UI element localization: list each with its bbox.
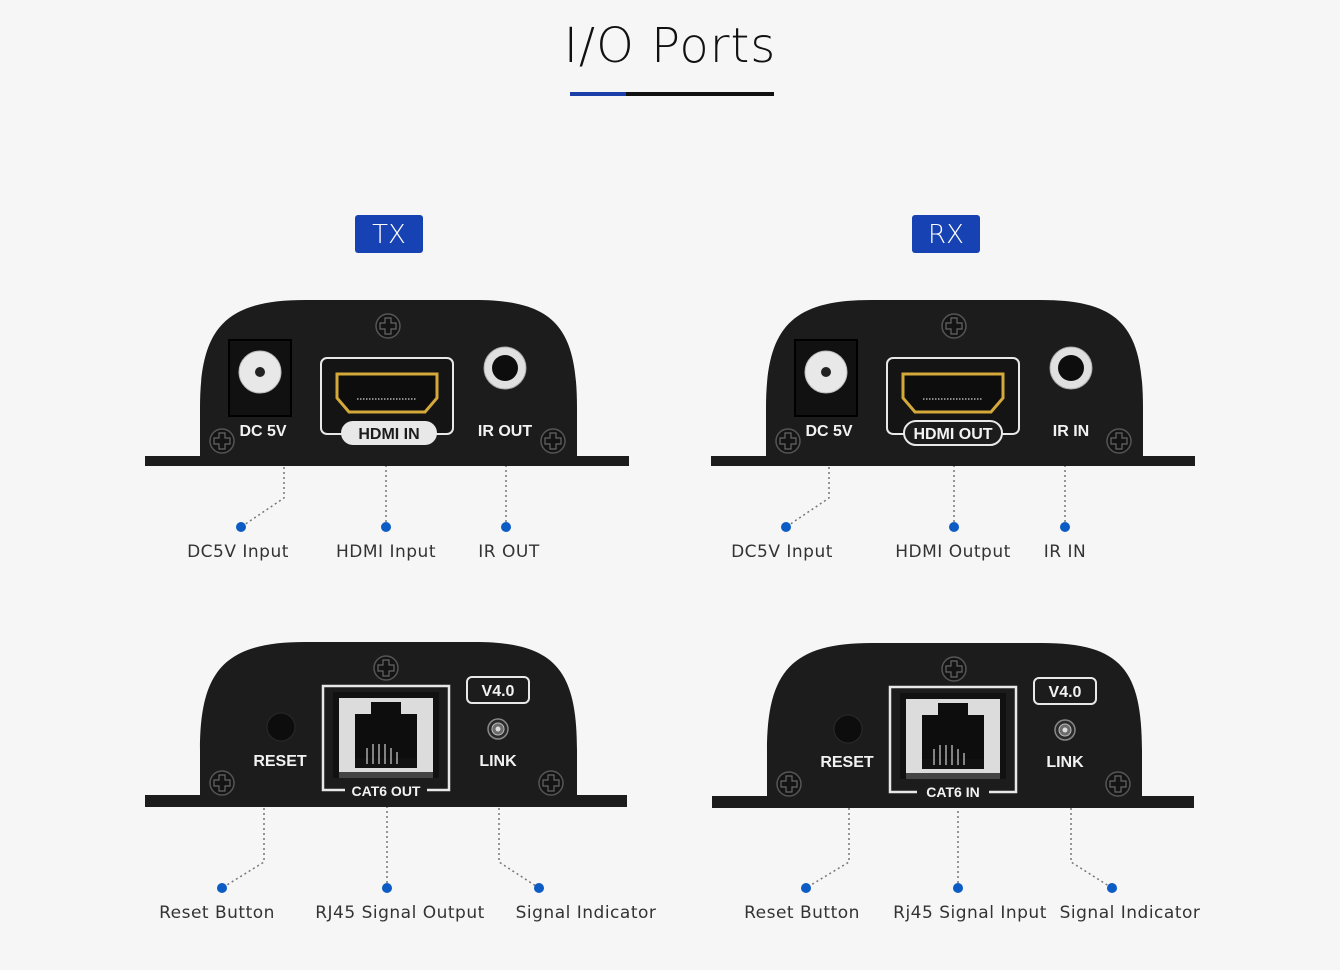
screw-icon — [375, 313, 401, 339]
callout-dc5v-input: DC5V Input — [187, 542, 289, 562]
screw-icon — [209, 770, 235, 796]
hdmi-label-pill — [903, 420, 1003, 446]
version-badge — [466, 676, 530, 704]
screw-icon — [1106, 428, 1132, 454]
callout-signal-indicator: Signal Indicator — [1059, 903, 1201, 923]
rj45-port-icon — [888, 685, 1018, 794]
dc-jack-icon — [228, 339, 292, 417]
hdmi-port-icon — [886, 357, 1020, 435]
reset-button-icon — [833, 714, 863, 744]
callout-dot — [501, 522, 511, 532]
callout-dot — [953, 883, 963, 893]
link-label: LINK — [1046, 754, 1084, 771]
screw-icon — [540, 428, 566, 454]
callout-rj45-signal-output: RJ45 Signal Output — [315, 903, 485, 923]
leader-line — [1070, 788, 1113, 889]
callout-dc5v-input: DC5V Input — [731, 542, 833, 562]
reset-label: RESET — [820, 754, 874, 771]
hdmi-label-pill — [341, 421, 437, 445]
link-led-icon — [487, 718, 509, 740]
tx-back-panel: RESET CAT6 OUT V4.0 LINK — [145, 640, 631, 810]
callout-reset-button: Reset Button — [744, 903, 860, 923]
callout-hdmi-output: HDMI Output — [895, 542, 1011, 562]
rx-back-panel: RESET CAT6 IN V4.0 LINK — [712, 641, 1198, 811]
screw-icon — [1105, 771, 1131, 797]
title-underline-accent — [570, 92, 626, 96]
callout-dot — [217, 883, 227, 893]
callout-dot — [1060, 522, 1070, 532]
hdmi-port-icon — [320, 357, 454, 435]
rj45-port-icon — [321, 684, 451, 792]
hdmi-port-label: HDMI IN — [358, 426, 419, 443]
ir-port-label: IR OUT — [478, 423, 532, 440]
version-label: V4.0 — [1049, 684, 1082, 701]
leader-line — [498, 788, 540, 889]
cat-port-label: CAT6 OUT — [352, 783, 421, 799]
screw-icon — [776, 771, 802, 797]
tx-front-panel: HDMI IN DC 5V IR OUT — [145, 298, 631, 468]
tx-badge: TX — [355, 215, 423, 253]
callout-dot — [781, 522, 791, 532]
version-label: V4.0 — [482, 683, 515, 700]
callout-dot — [381, 522, 391, 532]
callout-dot — [949, 522, 959, 532]
screw-icon — [538, 770, 564, 796]
callout-hdmi-input: HDMI Input — [336, 542, 436, 562]
callout-dot — [1107, 883, 1117, 893]
callout-dot — [534, 883, 544, 893]
version-badge — [1033, 677, 1097, 705]
screw-icon — [775, 428, 801, 454]
cat-port-label: CAT6 IN — [926, 784, 979, 800]
dc-jack-icon — [794, 339, 858, 417]
rx-front-panel: HDMI OUT DC 5V IR IN — [711, 298, 1197, 468]
reset-label: RESET — [253, 753, 307, 770]
callout-ir-out: IR OUT — [478, 542, 540, 562]
callout-signal-indicator: Signal Indicator — [515, 903, 657, 923]
screw-icon — [941, 313, 967, 339]
screw-icon — [941, 656, 967, 682]
leader-line — [221, 788, 265, 889]
ir-port-label: IR IN — [1053, 423, 1089, 440]
dc-port-label: DC 5V — [239, 423, 286, 440]
page-title: I/O Ports — [563, 18, 777, 74]
title-underline — [570, 92, 774, 96]
callout-rj45-signal-input: Rj45 Signal Input — [893, 903, 1047, 923]
dc-port-label: DC 5V — [805, 423, 852, 440]
callout-ir-in: IR IN — [1043, 542, 1087, 562]
callout-dot — [801, 883, 811, 893]
hdmi-port-label: HDMI OUT — [913, 426, 992, 443]
ir-jack-icon — [1049, 346, 1093, 390]
callout-dot — [382, 883, 392, 893]
ir-jack-icon — [483, 346, 527, 390]
screw-icon — [209, 428, 235, 454]
callout-dot — [236, 522, 246, 532]
rx-badge: RX — [912, 215, 980, 253]
link-led-icon — [1054, 719, 1076, 741]
reset-button-icon — [266, 712, 296, 742]
link-label: LINK — [479, 753, 517, 770]
screw-icon — [373, 655, 399, 681]
callout-reset-button: Reset Button — [159, 903, 275, 923]
